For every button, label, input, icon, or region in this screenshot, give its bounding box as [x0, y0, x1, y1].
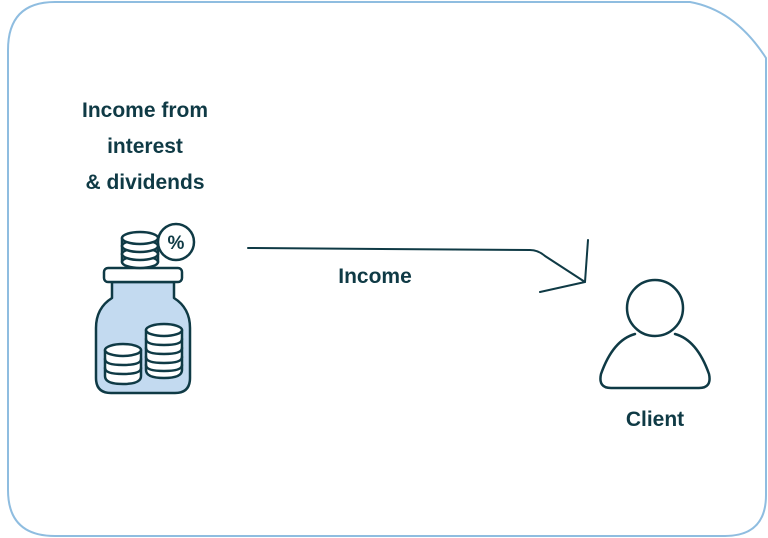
savings-jar-with-coins-icon: %: [94, 222, 196, 395]
person-icon: [599, 278, 711, 390]
source-title: Income from interest & dividends: [40, 93, 250, 201]
arrow-right-icon: [247, 239, 589, 293]
source-title-line-1: Income from: [81, 99, 209, 122]
flow-label: Income: [338, 265, 412, 288]
source-title-line-2: interest: [107, 135, 183, 158]
client-label: Client: [625, 408, 685, 431]
percent-badge-symbol: %: [168, 233, 185, 254]
source-title-line-3: & dividends: [85, 171, 205, 194]
